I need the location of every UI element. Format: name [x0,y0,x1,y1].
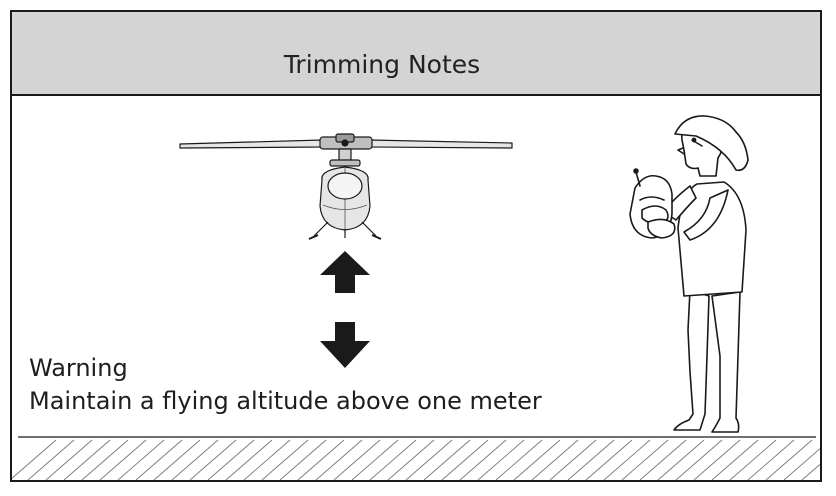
ground-hatch-line [207,439,255,480]
ground-hatch-line [675,439,723,480]
arrow-down-icon [320,322,370,368]
ground-hatch-line [261,439,309,480]
warning-message: Maintain a flying altitude above one met… [29,387,542,415]
ground-hatch-line [729,439,777,480]
ground-hatch-line [657,439,705,480]
ground-hatch-line [45,439,93,480]
ground-hatch-line [747,439,795,480]
ground-hatch-line [693,439,741,480]
ground-hatch-line [135,439,183,480]
ground-hatch-line [315,439,363,480]
ground-hatch-line [225,439,273,480]
ground-hatch-line [297,439,345,480]
ground-hatch-line [117,439,165,480]
ground-hatch-line [12,439,57,479]
ground-hatch-line [423,439,471,480]
ground-hatch-line [333,439,381,480]
header-title: Trimming Notes [283,50,481,79]
ground-hatch-line [621,439,669,480]
ground-hatch-line [603,439,651,480]
ground-hatch-line [477,439,525,480]
pilot-with-controller-icon [629,115,749,433]
ground-hatch-line [441,439,489,480]
ground-hatch-line [459,439,507,480]
ground-hatch-line [351,439,399,480]
ground-hatch-line [153,439,201,480]
ground-hatch-line [783,448,820,480]
ground-hatch-line [189,439,237,480]
ground-hatch-line [243,439,291,480]
ground-hatch-line [279,439,327,480]
ground-hatch-line [639,439,687,480]
ground-hatch-line [405,439,453,480]
ground-hatch-line [387,439,435,480]
header-bar: Trimming Notes [12,12,820,96]
ground-hatch-line [495,439,543,480]
warning-block: Warning Maintain a flying altitude above… [29,352,542,418]
ground-hatch-line [819,479,820,480]
ground-hatch-line [27,439,75,480]
arrow-up-icon [320,251,370,293]
ground-hatch-line [171,439,219,480]
ground-hatch-line [585,439,633,480]
helicopter-icon [179,133,513,240]
ground-hatch-line [99,439,147,480]
ground [12,436,820,480]
ground-hatch-line [369,439,417,480]
warning-heading: Warning [29,354,128,382]
ground-hatch-line [711,439,759,480]
ground-hatch-line [549,439,597,480]
ground-hatch-line [765,439,813,480]
ground-hatch-line [63,439,111,480]
ground-hatch-line [81,439,129,480]
ground-hatch-line [531,439,579,480]
ground-hatch-line [567,439,615,480]
ground-hatch-line [801,463,820,480]
ground-hatch-line [513,439,561,480]
